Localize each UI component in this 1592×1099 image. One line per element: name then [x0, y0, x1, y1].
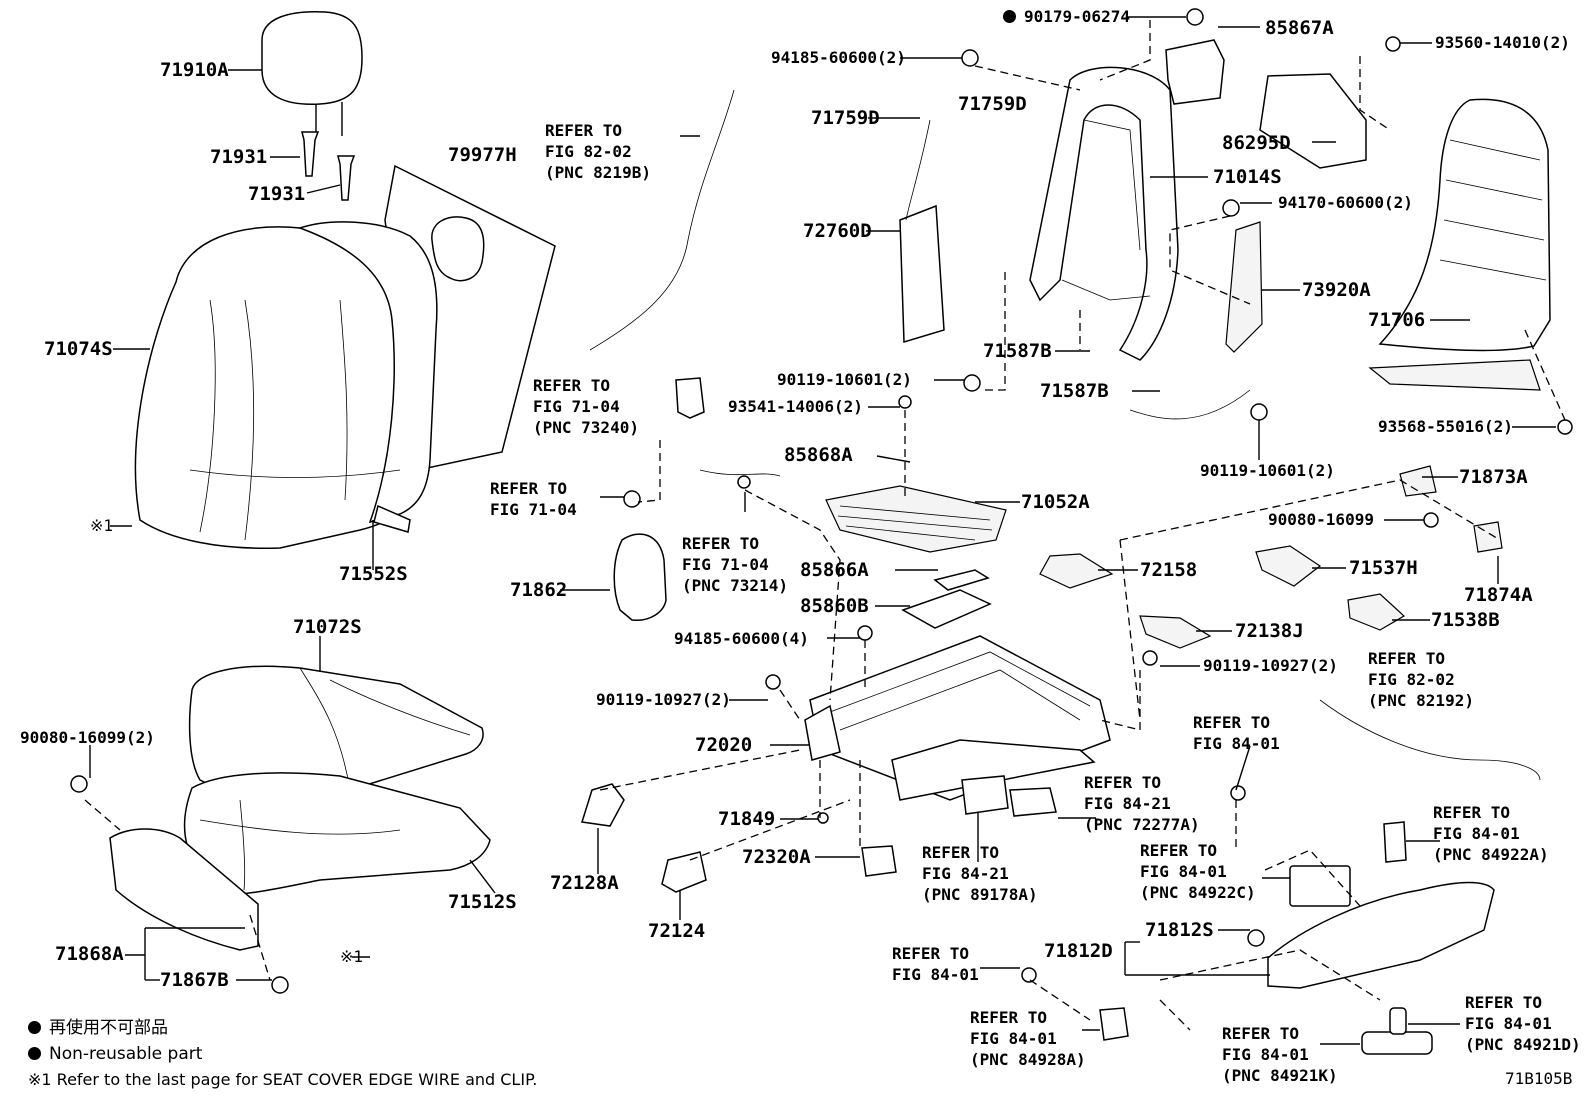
part-label-90119-10927-2-right: 90119-10927(2) [1203, 656, 1338, 675]
part-label-71052A: 71052A [1021, 491, 1090, 513]
part-label-72128A: 72128A [550, 872, 619, 894]
note-mark-1-upper: ※1 [90, 516, 114, 535]
part-label-71812D: 71812D [1044, 940, 1113, 962]
legend-footnote: ※1 Refer to the last page for SEAT COVER… [28, 1070, 538, 1089]
part-label-72320A: 72320A [742, 846, 811, 868]
part-label-94170-60600-2: 94170-60600(2) [1278, 193, 1413, 212]
part-label-71931-upper: 71931 [210, 146, 268, 168]
part-label-71587B-upper: 71587B [983, 340, 1052, 362]
part-label-72138J: 72138J [1235, 620, 1304, 642]
part-label-85860B: 85860B [800, 595, 869, 617]
non-reusable-dot-icon [28, 1021, 41, 1034]
legend-non-reusable-en: Non-reusable part [28, 1046, 202, 1063]
part-label-79977H: 79977H [448, 144, 517, 166]
non-reusable-dot-icon [28, 1047, 41, 1060]
part-label-71849: 71849 [718, 808, 776, 830]
headrest-drawing [261, 10, 363, 201]
part-label-71538B: 71538B [1431, 609, 1500, 631]
part-label-72020: 72020 [695, 734, 753, 756]
part-label-85867A: 85867A [1265, 17, 1334, 39]
part-label-90119-10601-2-left: 90119-10601(2) [777, 370, 912, 389]
diagram-code: 71B105B [1505, 1069, 1573, 1088]
part-label-71867B: 71867B [160, 969, 229, 991]
leader-lines [89, 16, 1556, 1045]
part-label-71587B-lower: 71587B [1040, 380, 1109, 402]
part-label-93560-14010-2: 93560-14010(2) [1435, 33, 1570, 52]
seat-frame-drawing [804, 485, 1111, 801]
part-label-71862: 71862 [510, 579, 568, 601]
seat-cushion-cover-drawing [109, 665, 491, 951]
part-label-90119-10601-2-right: 90119-10601(2) [1200, 461, 1335, 480]
part-label-71512S: 71512S [448, 891, 517, 913]
fasteners-drawing [70, 8, 1573, 994]
part-label-71552S: 71552S [339, 563, 408, 585]
part-label-72760D: 72760D [803, 220, 872, 242]
part-label-93541-14006-2: 93541-14006(2) [728, 397, 863, 416]
dashed-lines [84, 20, 1566, 1031]
note-mark-1-lower: ※1 [340, 947, 364, 966]
part-label-71868A: 71868A [55, 943, 124, 965]
part-label-72124: 72124 [648, 920, 706, 942]
part-label-71014S: 71014S [1213, 166, 1282, 188]
part-label-72158: 72158 [1140, 559, 1198, 581]
part-label-71537H: 71537H [1349, 557, 1418, 579]
side-shield-drawing [1267, 865, 1495, 1055]
part-label-94185-60600-4: 94185-60600(4) [674, 629, 809, 648]
part-label-85868A: 85868A [784, 444, 853, 466]
part-label-71910A: 71910A [160, 59, 229, 81]
part-label-71759D-left: 71759D [811, 107, 880, 129]
part-label-71931-lower: 71931 [248, 183, 306, 205]
part-label-71873A: 71873A [1459, 466, 1528, 488]
non-reusable-dot-icon [1003, 10, 1016, 23]
part-label-90080-16099: 90080-16099 [1268, 510, 1374, 529]
small-parts-drawing [581, 89, 1541, 1041]
part-label-90119-10927-2-left: 90119-10927(2) [596, 690, 731, 709]
part-label-71074S: 71074S [44, 338, 113, 360]
part-label-90080-16099-2: 90080-16099(2) [20, 728, 155, 747]
back-pad-drawing [1368, 98, 1551, 391]
part-label-71874A: 71874A [1464, 584, 1533, 606]
part-label-71072S: 71072S [293, 616, 362, 638]
part-label-71759D-right: 71759D [958, 93, 1027, 115]
part-label-71812S: 71812S [1145, 919, 1214, 941]
part-label-71706: 71706 [1368, 309, 1426, 331]
part-label-86295D: 86295D [1222, 132, 1291, 154]
seatback-cover-drawing [134, 221, 438, 549]
part-label-85866A: 85866A [800, 559, 869, 581]
legend-non-reusable-jp: 再使用不可部品 [28, 1020, 168, 1037]
part-label-94185-60600-2: 94185-60600(2) [771, 48, 906, 67]
part-label-93568-55016-2: 93568-55016(2) [1378, 417, 1513, 436]
part-label-90179-06274: 90179-06274 [1003, 9, 1130, 25]
part-label-73920A: 73920A [1302, 279, 1371, 301]
back-frame-drawing [899, 39, 1367, 361]
